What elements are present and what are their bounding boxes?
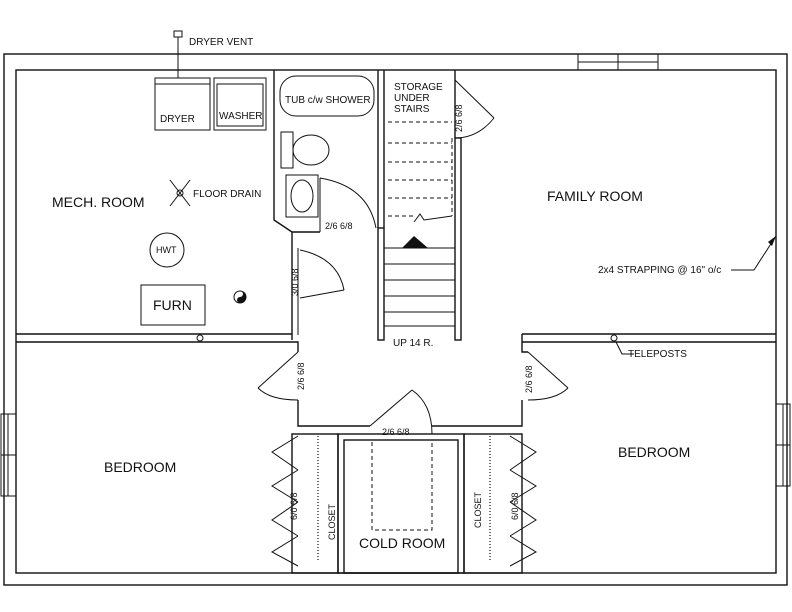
teleposts-label: TELEPOSTS <box>628 349 687 360</box>
window-right <box>775 403 791 487</box>
stair-up-arrow-icon <box>402 236 428 248</box>
teleposts-leader <box>615 341 634 355</box>
hall-wall-bottom-right <box>432 400 523 427</box>
stairs-label: UP 14 R. <box>393 338 433 349</box>
door-bed-left-label: 2/6 6/8 <box>296 362 306 390</box>
gas-meter-icon <box>233 290 247 304</box>
storage-label-line1: STORAGE <box>394 82 443 93</box>
stair-treads-hidden <box>388 121 453 223</box>
dryer-vent-label: DRYER VENT <box>189 37 253 48</box>
dryer-vent-icon <box>173 30 183 78</box>
toilet-icon <box>280 131 330 169</box>
exterior-wall-outer <box>3 53 788 586</box>
door-mech-room <box>291 232 345 340</box>
hall-wall-right <box>521 334 528 353</box>
door-cold-label: 2/6 6/8 <box>382 427 410 437</box>
door-bathroom-label: 2/6 6/8 <box>325 221 353 231</box>
dryer-icon <box>154 77 211 131</box>
tub-label: TUB c/w SHOWER <box>285 95 371 106</box>
exterior-wall-inner <box>15 69 777 574</box>
closet-left <box>270 433 339 574</box>
washer-label: WASHER <box>219 111 263 122</box>
window-left <box>0 413 17 497</box>
door-storage-label: 2/6 6/8 <box>454 104 464 132</box>
telepost-left-icon <box>196 334 204 342</box>
mech-room-label: MECH. ROOM <box>52 194 145 210</box>
storage-label-line3: STAIRS <box>394 104 430 115</box>
door-cold-room <box>369 389 433 531</box>
closet-right <box>463 433 538 574</box>
closet-door-left-label: 6/0 6/8 <box>289 492 299 520</box>
storage-label-line2: UNDER <box>394 93 430 104</box>
furnace-icon <box>140 284 206 326</box>
stairs <box>377 137 462 341</box>
cold-room-label: COLD ROOM <box>359 535 445 551</box>
door-bedroom-left <box>257 351 299 401</box>
strapping-label: 2x4 STRAPPING @ 16" o/c <box>598 265 721 276</box>
closet-right-label: CLOSET <box>473 491 483 528</box>
door-bedroom-right <box>527 351 569 401</box>
window-top <box>577 53 659 71</box>
floor-drain-icon <box>169 179 191 207</box>
bedroom-right-label: BEDROOM <box>618 444 690 460</box>
hall-wall-left <box>292 341 299 352</box>
closet-door-right-label: 6/0 6/8 <box>510 492 520 520</box>
dryer-label: DRYER <box>160 114 195 125</box>
floor-drain-label: FLOOR DRAIN <box>193 189 261 200</box>
door-bed-right-label: 2/6 6/8 <box>524 365 534 393</box>
family-room-label: FAMILY ROOM <box>547 188 643 204</box>
bedroom-left-label: BEDROOM <box>104 459 176 475</box>
furnace-label: FURN <box>153 297 192 313</box>
hwt-icon <box>149 232 185 268</box>
telepost-right-icon <box>610 334 618 342</box>
bathroom-wall-left <box>273 70 320 233</box>
hwt-label: HWT <box>156 245 177 255</box>
hall-wall-bottom-left <box>297 400 370 427</box>
strapping-leader <box>731 235 777 271</box>
door-mech-label: 3/0 6/8 <box>290 268 300 296</box>
tub-icon <box>279 75 375 117</box>
cold-room <box>337 433 465 574</box>
sink-icon <box>285 174 319 218</box>
washer-icon <box>213 77 267 131</box>
door-bathroom <box>319 177 377 232</box>
closet-left-label: CLOSET <box>327 503 337 540</box>
